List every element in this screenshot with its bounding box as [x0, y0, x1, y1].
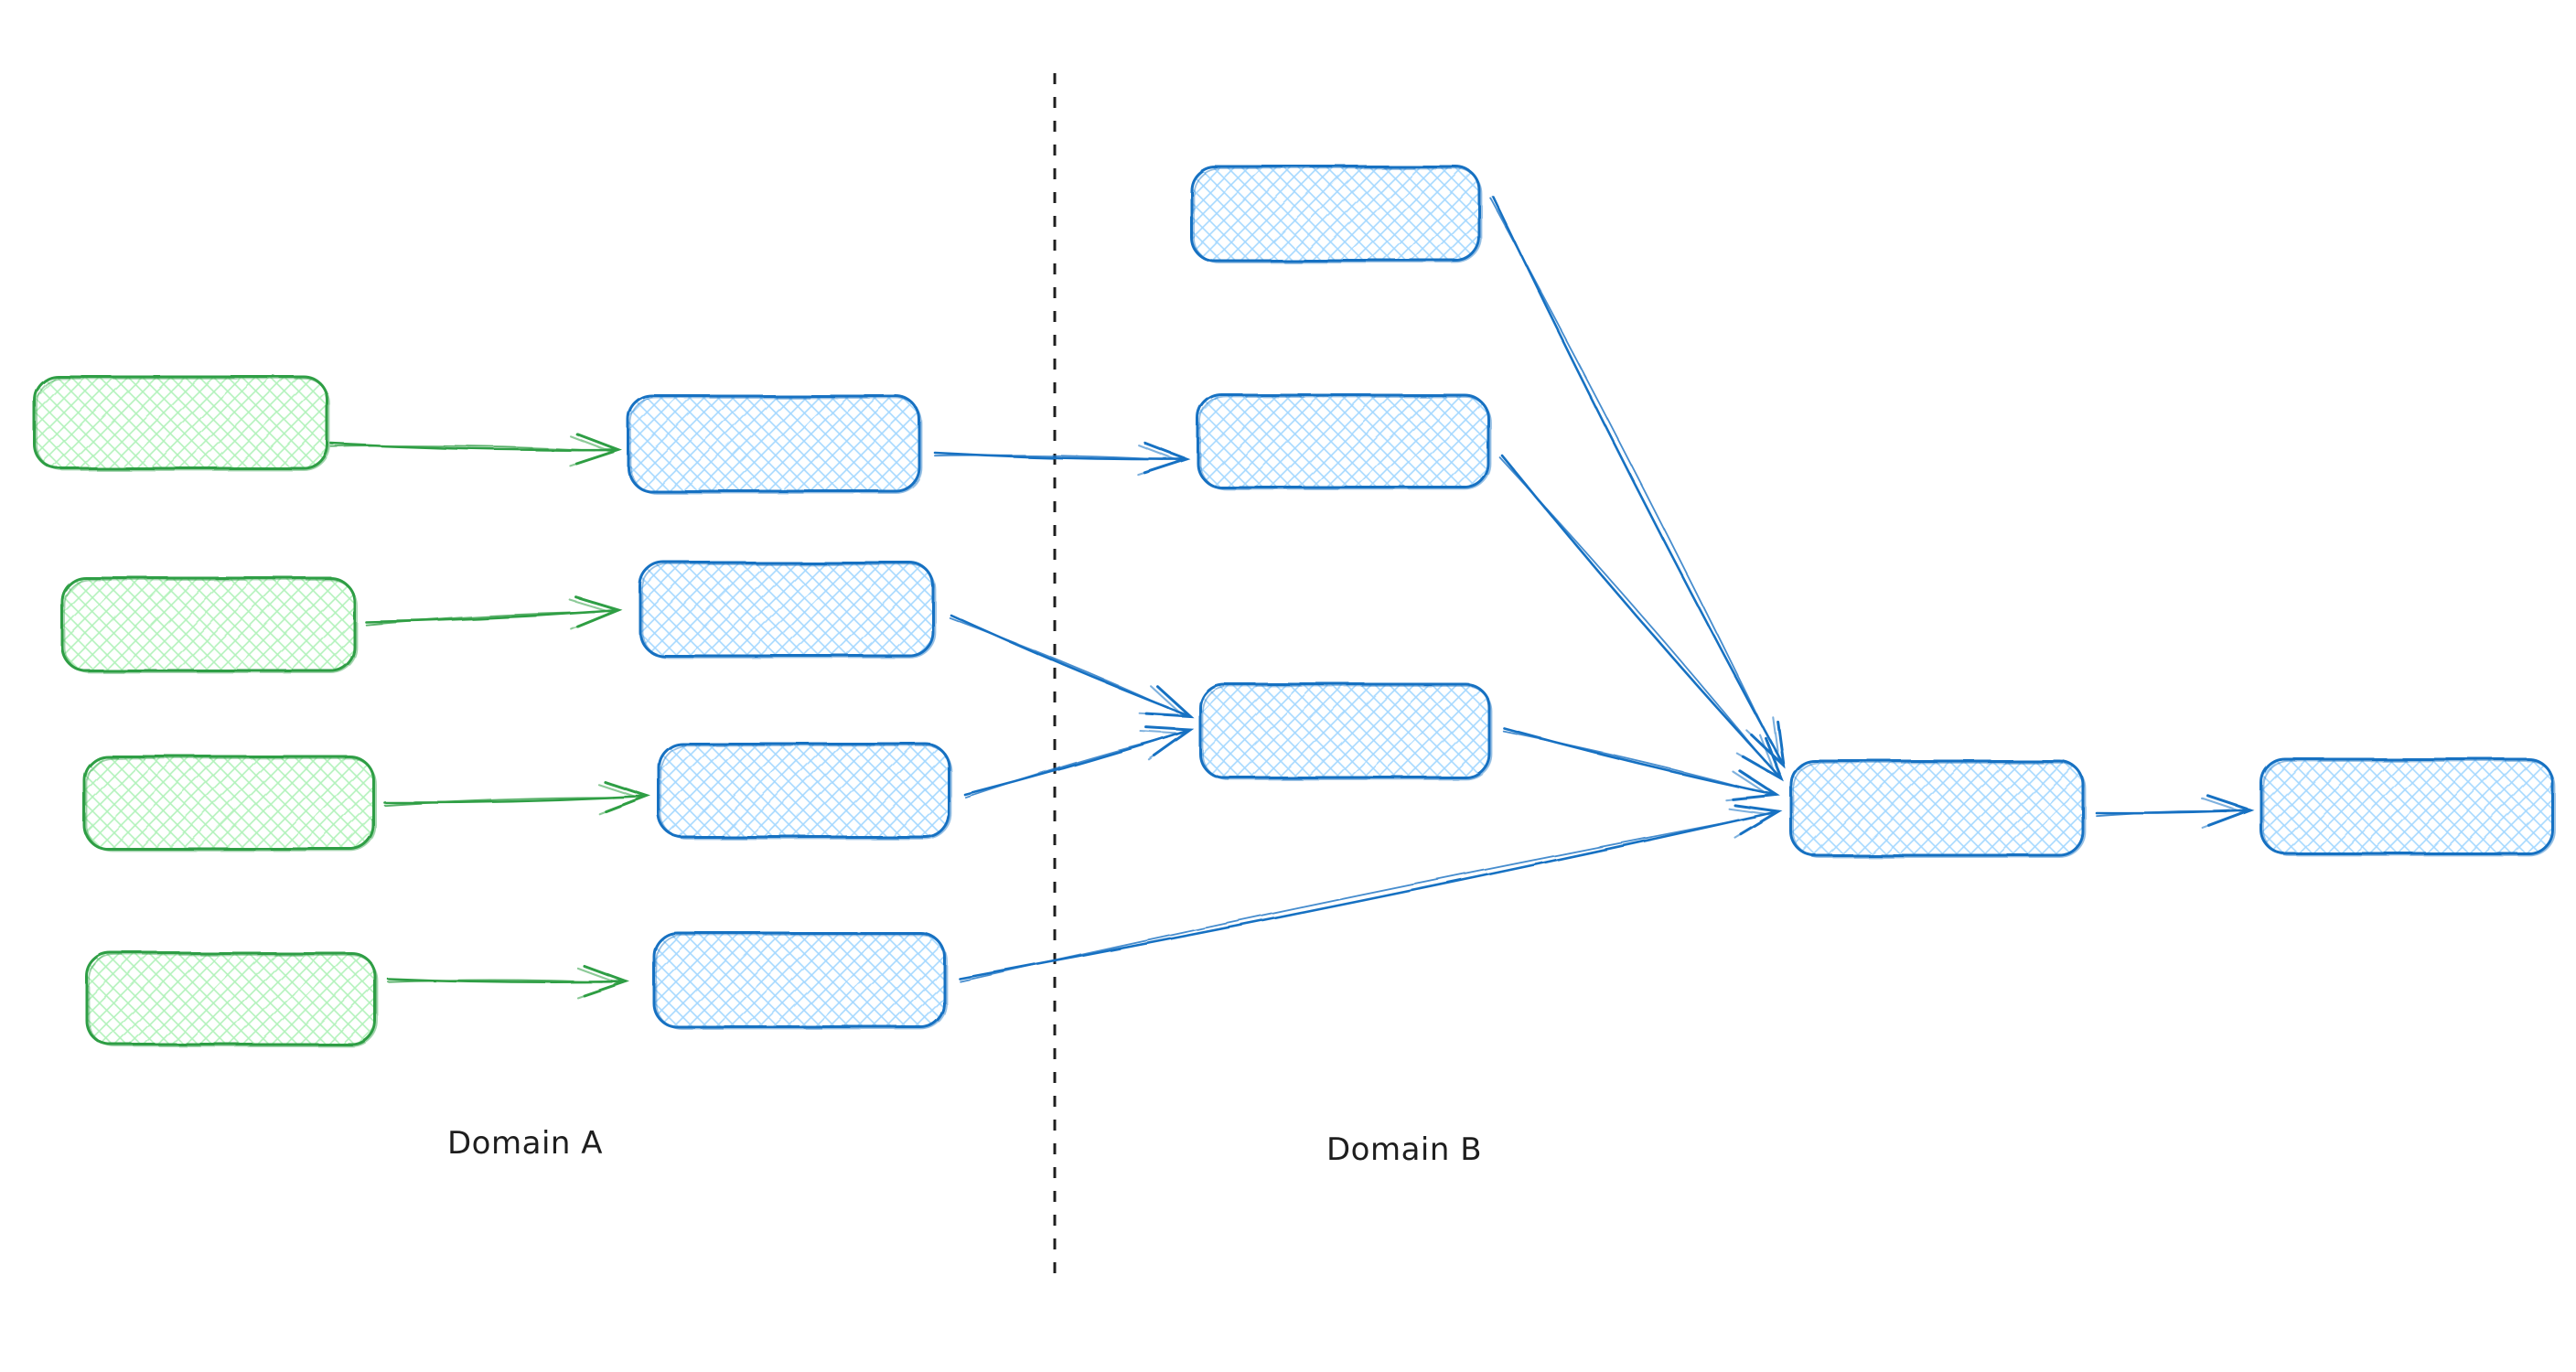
arrow-b1-hub-line	[1491, 195, 1785, 766]
green-node-2-sketch-stroke	[63, 579, 358, 673]
green-node-1[interactable]	[33, 375, 329, 470]
blue-node-output[interactable]	[2259, 757, 2554, 855]
green-node-4[interactable]	[85, 951, 377, 1046]
arrow-a4-hub[interactable]	[958, 803, 1783, 983]
arrow-green-2-sketch-line	[365, 611, 596, 627]
arrow-b2-hub[interactable]	[1498, 454, 1784, 782]
arrow-green-2[interactable]	[364, 595, 623, 630]
arrow-green-3-sketch-line	[383, 796, 624, 807]
arrow-a2-b3[interactable]	[949, 614, 1195, 718]
blue-node-a3-sketch-stroke	[660, 745, 952, 840]
arrow-b2-hub-arrowhead-sketch	[1735, 733, 1777, 777]
blue-node-b1[interactable]	[1189, 165, 1481, 263]
blue-node-b1-sketch-stroke	[1192, 167, 1483, 263]
arrow-green-4-sketch-line	[387, 979, 603, 983]
arrow-a3-b3-sketch-line	[964, 736, 1169, 799]
arrow-green-1[interactable]	[329, 433, 623, 467]
arrow-a1-b2-arrowhead-sketch	[1137, 445, 1184, 477]
arrow-a4-hub-sketch-line	[959, 816, 1756, 983]
arrow-b1-hub[interactable]	[1489, 195, 1786, 769]
green-node-3[interactable]	[82, 755, 375, 851]
arrow-hub-output-arrowhead-sketch	[2201, 798, 2248, 830]
arrow-hub-output-sketch-line	[2096, 810, 2227, 818]
green-node-3-sketch-stroke	[85, 757, 377, 852]
green-node-1-sketch-stroke	[36, 378, 331, 471]
arrow-a4-hub-line	[958, 809, 1780, 981]
arrow-green-2-arrowhead-sketch	[569, 598, 616, 630]
blue-node-a1[interactable]	[627, 394, 921, 493]
arrow-b2-hub-sketch-line	[1498, 456, 1766, 763]
blue-node-a2-sketch-stroke	[641, 563, 937, 659]
arrow-hub-output-line	[2095, 809, 2252, 815]
arrow-green-1-sketch-line	[330, 445, 596, 452]
arrow-green-4[interactable]	[386, 964, 630, 999]
arrow-green-3-arrowhead-sketch	[597, 783, 644, 815]
arrow-b3-hub-sketch-line	[1503, 731, 1755, 791]
blue-node-a2[interactable]	[639, 561, 935, 658]
blue-node-a4[interactable]	[652, 931, 946, 1029]
arrow-a3-b3[interactable]	[963, 725, 1195, 799]
blue-node-output-sketch-stroke	[2262, 760, 2556, 856]
arrow-a1-b2[interactable]	[933, 442, 1191, 477]
blue-node-hub[interactable]	[1789, 759, 2085, 857]
domain-b-label[interactable]: Domain B	[1326, 1131, 1483, 1168]
blue-node-hub-sketch-stroke	[1792, 762, 2087, 858]
arrow-b1-hub-arrowhead-sketch	[1744, 715, 1780, 763]
green-node-4-sketch-stroke	[88, 954, 379, 1047]
blue-node-a3[interactable]	[657, 742, 950, 839]
arrow-hub-output[interactable]	[2095, 795, 2255, 830]
edges-layer	[329, 195, 2255, 999]
arrow-a4-hub-arrowhead-sketch	[1728, 808, 1776, 839]
blue-node-b3[interactable]	[1198, 682, 1491, 779]
arrow-b1-hub-sketch-line	[1489, 197, 1773, 745]
green-node-2[interactable]	[60, 576, 356, 672]
arrow-green-1-arrowhead-sketch	[569, 435, 616, 467]
arrow-b3-hub[interactable]	[1503, 727, 1781, 801]
nodes-layer	[33, 165, 2556, 1047]
blue-node-a1-sketch-stroke	[629, 397, 923, 494]
blue-node-b2[interactable]	[1197, 393, 1490, 489]
arrow-a2-b3-sketch-line	[949, 617, 1169, 709]
arrow-a2-b3-arrowhead-sketch	[1138, 685, 1186, 717]
arrow-a1-b2-sketch-line	[934, 454, 1164, 461]
blue-node-b3-sketch-stroke	[1201, 685, 1493, 780]
domain-a-label[interactable]: Domain A	[447, 1125, 603, 1162]
arrow-b3-hub-arrowhead-sketch	[1724, 770, 1773, 801]
blue-node-b2-sketch-stroke	[1199, 396, 1492, 490]
arrow-a3-b3-arrowhead-sketch	[1139, 730, 1187, 761]
blue-node-a4-sketch-stroke	[655, 934, 948, 1030]
arrow-green-4-arrowhead-sketch	[576, 967, 623, 999]
arrow-green-3[interactable]	[382, 780, 651, 815]
